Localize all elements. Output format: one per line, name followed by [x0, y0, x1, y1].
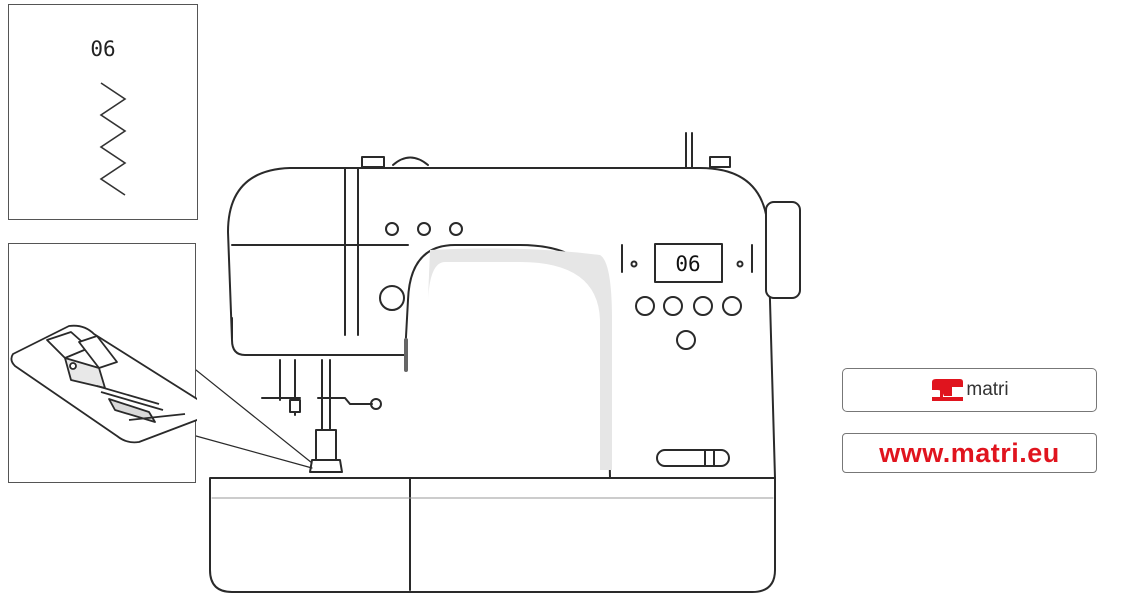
speed-slider — [656, 449, 730, 467]
lcd-display — [654, 243, 723, 283]
brand-logo-box: matri — [842, 368, 1097, 412]
machine-base — [209, 477, 776, 593]
stitch-pattern-panel: 06 — [8, 4, 198, 220]
brand-logo-text: matri — [966, 379, 1009, 400]
zigzag-stitch-icon — [99, 82, 127, 196]
matri-sewing-machine-logo-icon — [932, 379, 964, 401]
presser-foot-panel — [8, 243, 197, 483]
pattern-number: 06 — [90, 37, 116, 61]
website-link[interactable]: www.matri.eu — [879, 437, 1060, 468]
zigzag-presser-foot-icon — [10, 324, 197, 444]
lcd-display-value: 06 — [675, 252, 700, 276]
handwheel — [765, 201, 801, 299]
machine-body — [227, 167, 776, 479]
website-box: www.matri.eu — [842, 433, 1097, 473]
